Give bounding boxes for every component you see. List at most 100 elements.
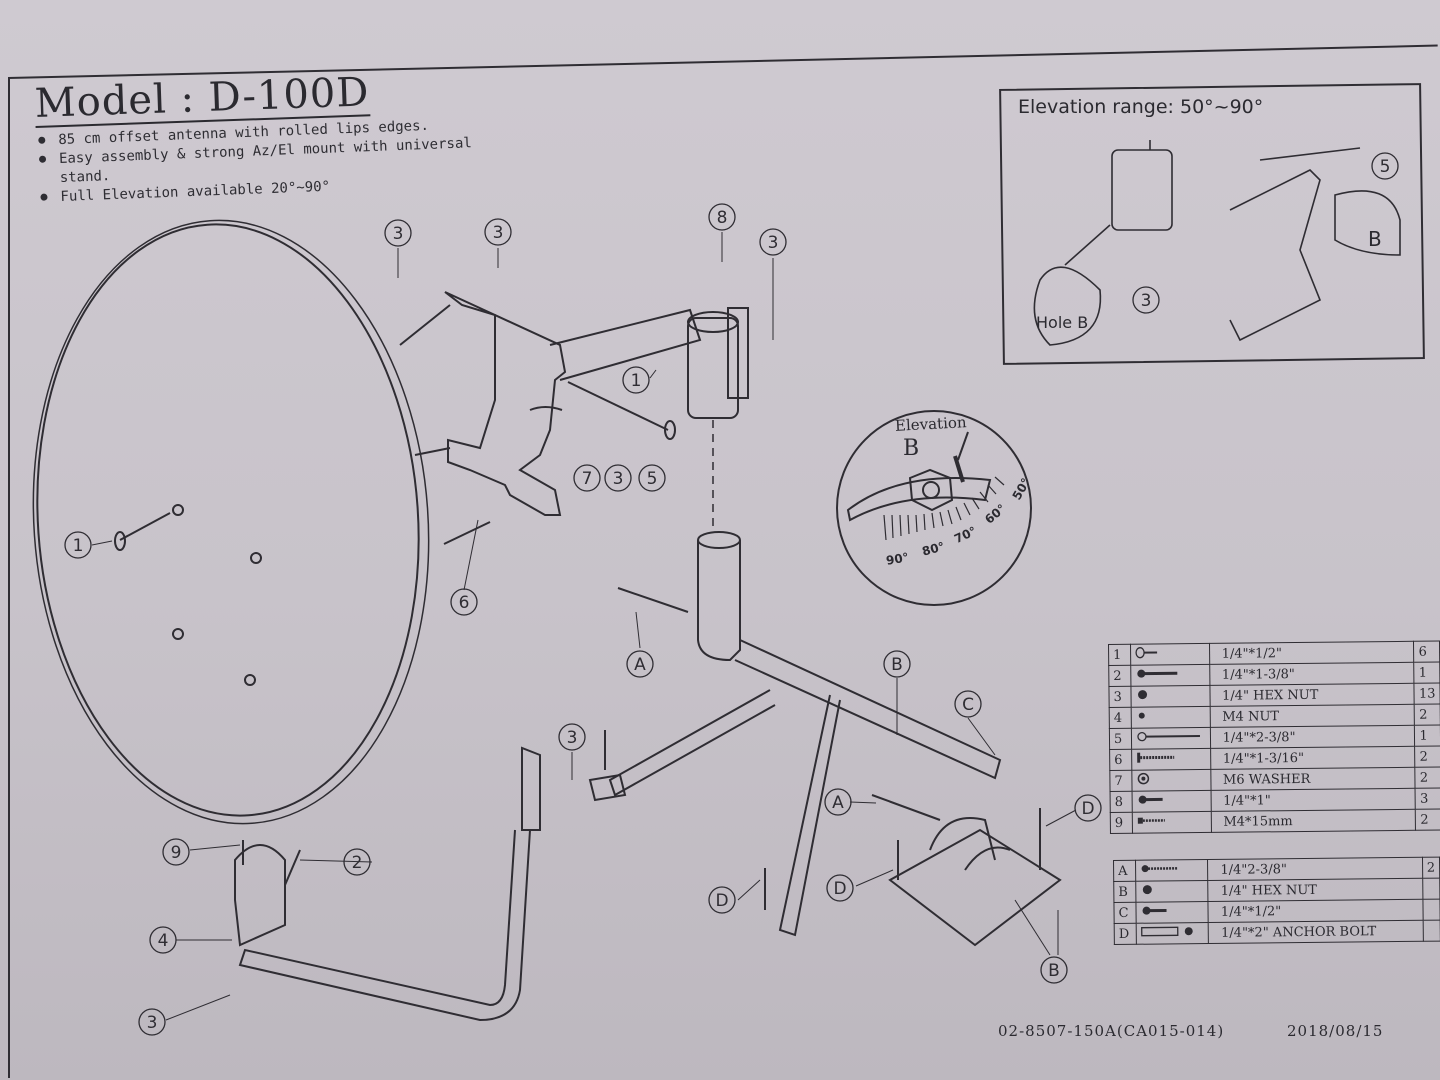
part-quantity: 2 xyxy=(1414,704,1440,726)
support-arm xyxy=(238,829,531,1022)
callout-1: 1 xyxy=(73,536,84,556)
stand-leg xyxy=(608,689,776,797)
part-description: 1/4" HEX NUT xyxy=(1208,878,1423,902)
part-icon-cell xyxy=(1131,685,1210,708)
part-icon-cell xyxy=(1136,922,1209,945)
part-icon-cell xyxy=(1135,859,1209,882)
lag-bolt xyxy=(617,587,689,613)
callout-3: 3 xyxy=(493,223,504,243)
small-nut-icon xyxy=(1136,710,1148,726)
callout-A: A xyxy=(832,793,844,813)
callout-3: 3 xyxy=(768,233,779,253)
part-number: 5 xyxy=(1109,728,1133,750)
part-description: 1/4"2-3/8" xyxy=(1207,857,1423,881)
callout-B: B xyxy=(891,655,903,675)
parts-table-row: A 1/4"2-3/8"2 xyxy=(1113,857,1440,882)
callout-3: 3 xyxy=(567,728,578,748)
part-icon-cell xyxy=(1132,748,1211,771)
part-quantity: 2 xyxy=(1415,809,1440,831)
pole-clamp-top xyxy=(687,311,739,333)
stand-leg xyxy=(778,694,841,937)
part-description: 1/4" HEX NUT xyxy=(1209,683,1415,707)
leader-line xyxy=(91,540,113,546)
inset-detail-label: B xyxy=(1368,227,1382,251)
part-quantity xyxy=(1422,899,1440,921)
callout-8: 8 xyxy=(717,208,728,228)
pole-clamp xyxy=(687,317,739,419)
elevation-marker xyxy=(953,455,965,483)
elevation-arrow xyxy=(957,431,969,461)
leader-line xyxy=(635,611,641,649)
dish-hole xyxy=(244,674,256,686)
part-description: M4*15mm xyxy=(1210,809,1416,833)
dish-reflector xyxy=(36,223,420,817)
washer-icon xyxy=(1137,772,1151,789)
leader-line xyxy=(1045,809,1077,827)
clamp-bolt xyxy=(284,849,301,886)
base-bracket xyxy=(964,846,1011,871)
callout-3: 3 xyxy=(147,1013,158,1033)
callout-3: 3 xyxy=(393,224,404,244)
part-number: 7 xyxy=(1109,770,1133,792)
inset-title: Elevation range: 50°~90° xyxy=(1018,96,1264,118)
part-quantity: 2 xyxy=(1415,767,1440,789)
callout-circles xyxy=(64,152,1399,1036)
elevation-marker-label: B xyxy=(903,436,920,461)
callout-7: 7 xyxy=(582,469,593,489)
part-icon-cell xyxy=(1131,727,1211,750)
bracket-line xyxy=(399,304,451,346)
leader-line xyxy=(299,859,373,863)
part-icon-cell xyxy=(1130,643,1210,666)
bracket-line xyxy=(414,447,451,456)
part-quantity xyxy=(1422,920,1440,942)
bolt-short-icon xyxy=(1137,793,1165,809)
hex-nut-icon xyxy=(1136,689,1150,705)
callout-4: 4 xyxy=(158,931,169,951)
document-date: 2018/08/15 xyxy=(1287,1022,1384,1040)
elevation-scale xyxy=(883,476,1005,541)
part-code: 02-8507-150A(CA015-014) xyxy=(998,1022,1225,1040)
part-description: 1/4"*1-3/16" xyxy=(1210,746,1416,770)
part-quantity: 2 xyxy=(1415,746,1440,768)
long-bolt-head xyxy=(664,420,676,440)
stand-tube xyxy=(734,639,1002,780)
dish-hole xyxy=(250,552,262,564)
part-quantity: 13 xyxy=(1414,683,1440,705)
inset-callout-3: 3 xyxy=(1141,291,1152,311)
part-description: M4 NUT xyxy=(1209,704,1415,728)
part-number: 3 xyxy=(1108,686,1132,708)
lag-bolt xyxy=(871,794,941,821)
part-description: 1/4"*1-3/8" xyxy=(1209,662,1415,686)
part-number: C xyxy=(1113,902,1137,924)
elevation-dial xyxy=(836,410,1032,606)
callout-3: 3 xyxy=(613,469,624,489)
dish-hole xyxy=(172,628,184,640)
elevation-slot xyxy=(846,477,992,522)
part-description: 1/4"*1" xyxy=(1210,788,1416,812)
callout-D: D xyxy=(715,891,728,911)
part-quantity: 2 xyxy=(1422,857,1440,879)
callout-5: 5 xyxy=(647,469,658,489)
part-number: 1 xyxy=(1108,644,1132,666)
part-icon-cell xyxy=(1132,811,1212,834)
leader-line xyxy=(165,994,231,1021)
dish-bolt xyxy=(119,512,171,541)
part-number: A xyxy=(1113,860,1136,882)
part-number: 8 xyxy=(1110,791,1133,813)
bolt-medium-icon xyxy=(1136,667,1180,683)
long-bolt xyxy=(567,381,669,431)
part-number: 4 xyxy=(1109,707,1132,729)
part-icon-cell xyxy=(1131,706,1210,729)
dish-hole xyxy=(172,504,184,516)
arm-tube xyxy=(549,308,702,381)
callout-D: D xyxy=(1081,799,1094,819)
